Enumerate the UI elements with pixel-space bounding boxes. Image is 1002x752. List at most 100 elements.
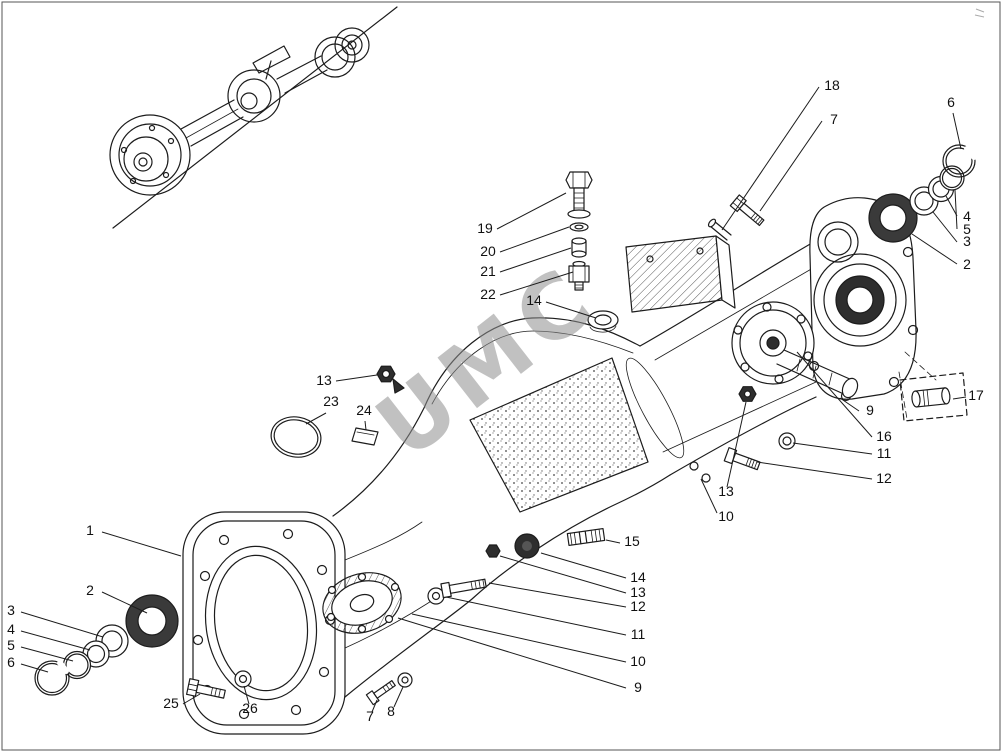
callout-label-10: 10 (630, 653, 646, 669)
axle-housing-exploded-view (34, 144, 977, 735)
callout-leader-15 (605, 539, 621, 544)
callout-label-6: 6 (947, 94, 955, 110)
callout-leader-20 (499, 226, 570, 253)
corner-printing-artifact (974, 8, 985, 18)
callout-leader-6 (20, 663, 49, 673)
callout-label-2: 2 (86, 582, 94, 598)
callout-leader-3 (20, 611, 104, 638)
callout-label-26: 26 (242, 700, 258, 716)
callout-label-3: 3 (963, 233, 971, 249)
right-end-plate (808, 197, 919, 402)
callout-label-10: 10 (718, 508, 734, 524)
callout-label-23: 23 (323, 393, 339, 409)
seal-rings-left (34, 594, 179, 696)
callout-label-25: 25 (163, 695, 179, 711)
callout-leader-4 (945, 195, 958, 217)
callout-label-19: 19 (477, 220, 493, 236)
callout-label-13: 13 (316, 372, 332, 388)
callout-label-14: 14 (630, 569, 646, 585)
callout-label-5: 5 (963, 221, 971, 237)
callout-leader-13 (726, 401, 747, 488)
callout-leader-2 (911, 233, 958, 265)
callout-leader-23 (305, 412, 327, 425)
callout-leader-26 (243, 685, 250, 705)
mid-hardware (723, 386, 796, 471)
callout-leader-6 (952, 112, 962, 150)
callout-leader-19 (496, 192, 567, 230)
callout-label-17: 17 (968, 387, 984, 403)
callout-leader-14 (540, 552, 627, 579)
callout-label-8: 8 (387, 703, 395, 719)
callout-leader-3 (932, 211, 958, 243)
callout-label-13: 13 (630, 584, 646, 600)
bottom-left-bolts (185, 670, 413, 706)
top-mount-pad (625, 235, 736, 313)
callout-label-12: 12 (630, 598, 646, 614)
callout-leader-7 (759, 120, 823, 212)
callout-label-4: 4 (963, 208, 971, 224)
callout-label-3: 3 (7, 602, 15, 618)
drain-plug (376, 365, 405, 394)
callout-leader-4 (20, 630, 91, 651)
callout-label-4: 4 (7, 621, 15, 637)
callout-leader-2 (101, 591, 148, 614)
callout-label-22: 22 (480, 286, 496, 302)
callout-label-12: 12 (876, 470, 892, 486)
left-flange (182, 511, 346, 735)
callout-leader-7 (371, 699, 378, 713)
output-flange (731, 301, 815, 385)
callout-leader-14 (545, 301, 597, 319)
callout-leader-17 (952, 396, 967, 400)
callout-leader-5 (954, 189, 958, 230)
callout-leader-11 (445, 596, 627, 636)
callout-label-7: 7 (830, 111, 838, 127)
callout-leader-5 (20, 646, 74, 662)
top-bolt (729, 194, 765, 227)
callout-label-2: 2 (963, 256, 971, 272)
callout-leader-18 (721, 86, 820, 231)
stud (707, 218, 732, 241)
callout-leader-1 (101, 531, 182, 557)
inset-assembled-axle (109, 27, 370, 196)
callout-leader-22 (499, 271, 574, 296)
callout-label-1: 1 (86, 522, 94, 538)
gasket-ring (270, 416, 322, 458)
callout-leader-24 (364, 420, 367, 431)
callout-leader-12 (756, 461, 873, 480)
shim-tag (351, 427, 379, 446)
callout-leader-10 (411, 613, 627, 663)
bearing-cap-oval (322, 572, 402, 634)
callout-leader-8 (393, 686, 404, 708)
detail-callout-box (898, 351, 968, 422)
callout-leader-13 (499, 555, 627, 594)
callout-label-9: 9 (866, 402, 874, 418)
callout-label-11: 11 (877, 445, 892, 461)
callout-label-13: 13 (718, 483, 734, 499)
callout-leader-12 (488, 582, 627, 608)
callout-label-5: 5 (7, 637, 15, 653)
housing-body (332, 242, 817, 698)
inset-separator-line (112, 6, 398, 229)
breather-valve-parts (565, 171, 593, 291)
callout-label-7: 7 (366, 708, 374, 724)
oil-filler-boss (587, 310, 619, 333)
callout-leader-9 (839, 397, 860, 412)
callout-label-20: 20 (480, 243, 496, 259)
callout-label-16: 16 (876, 428, 892, 444)
callout-label-24: 24 (356, 402, 372, 418)
callout-label-21: 21 (480, 263, 496, 279)
bottom-hardware (427, 527, 606, 605)
callout-leader-25 (182, 693, 201, 705)
callout-leader-21 (499, 247, 572, 273)
callout-label-18: 18 (824, 77, 840, 93)
callout-label-15: 15 (624, 533, 640, 549)
callout-leader-10 (700, 478, 718, 514)
output-shaft (776, 349, 859, 399)
callout-label-9: 9 (634, 679, 642, 695)
callout-leader-13 (335, 374, 378, 382)
callout-label-14: 14 (526, 292, 542, 308)
